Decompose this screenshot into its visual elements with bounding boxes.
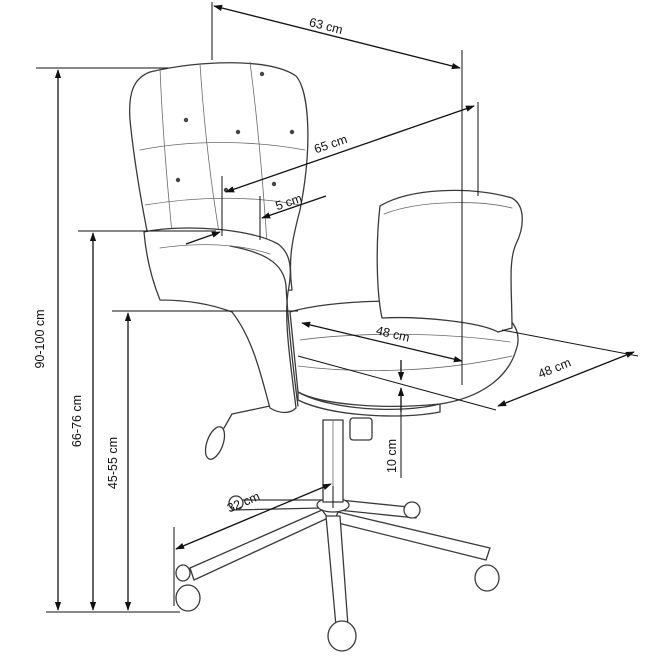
- dim-height-total-label: 90-100 cm: [33, 309, 47, 368]
- chair-gas-lift: [322, 417, 373, 503]
- dim-seat-depth-label: 48 cm: [536, 355, 573, 381]
- dim-base-radius-line: [175, 483, 332, 550]
- dim-seat-depth-line: [497, 351, 635, 407]
- chair-base: [189, 497, 491, 627]
- dim-width-top-line: [213, 4, 461, 70]
- chair-tilt-lever: [204, 405, 271, 460]
- chair-armrest-right: [376, 189, 523, 333]
- chair-armrest-left: [143, 227, 299, 414]
- dim-seat-adjust-label: 10 cm: [385, 439, 399, 473]
- dim-height-seat-label: 45-55 cm: [106, 437, 120, 489]
- dim-base-radius-label: 32 cm: [225, 489, 262, 515]
- dim-arm-width-left: [185, 231, 221, 245]
- dim-depth-full-label: 65 cm: [312, 132, 349, 156]
- dim-arm-width-right: [261, 195, 327, 219]
- dim-height-armrest-label: 66-76 cm: [70, 395, 84, 447]
- dim-seat-width-line: [301, 321, 463, 363]
- dim-depth-full-line: [225, 105, 475, 193]
